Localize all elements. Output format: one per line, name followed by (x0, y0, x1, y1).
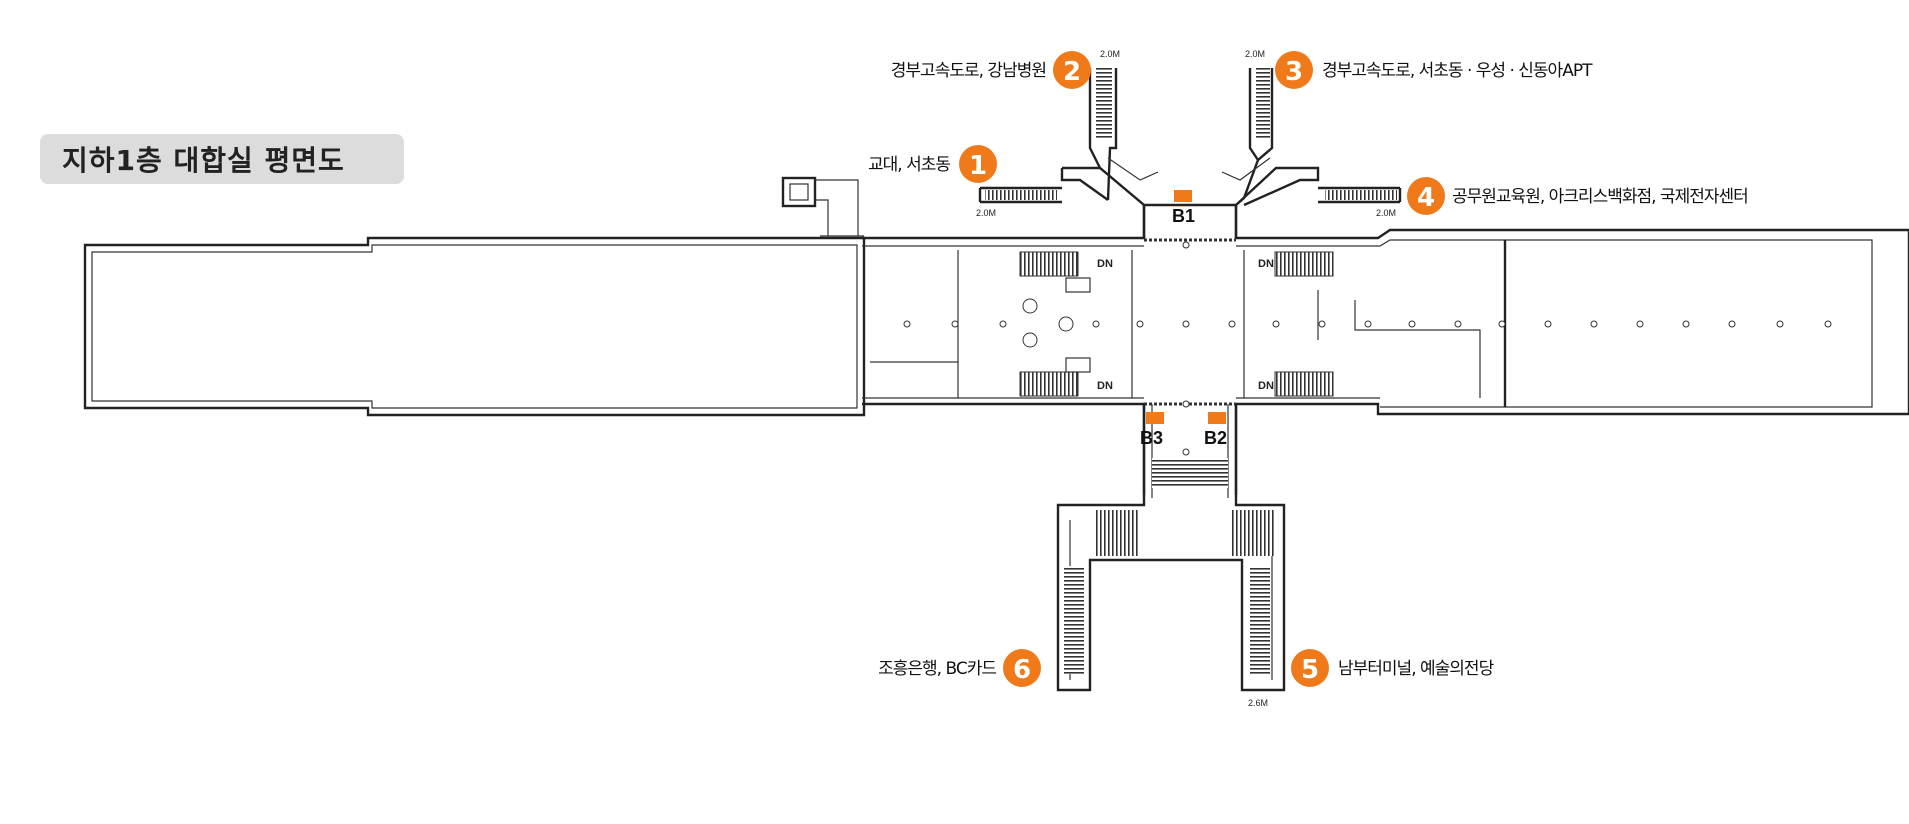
dn-label-sw: DN (1097, 380, 1113, 392)
dn-label-se: DN (1258, 380, 1274, 392)
exit6-escalator (1064, 566, 1084, 674)
width-label-1: 2.0M (976, 208, 996, 218)
south-inner-walls (1069, 404, 1273, 680)
elevator-corridor (815, 179, 864, 237)
exit3-stair (1256, 68, 1270, 138)
exit-5-number: 5 (1301, 655, 1319, 685)
decor-planters (1022, 298, 1074, 348)
south-main-stair (1152, 458, 1228, 488)
dn-label-nw: DN (1097, 258, 1113, 270)
dn-label-ne: DN (1258, 258, 1274, 270)
gate-marker-b3 (1146, 412, 1164, 424)
south-exit-structure (1056, 404, 1286, 692)
exit-5-label: 남부터미널, 예술의전당 (1338, 659, 1495, 679)
elevator-icon (789, 183, 809, 201)
exit-4-badge (1407, 177, 1445, 215)
exit-6-label: 조흥은행, BC카드 (878, 659, 996, 679)
room-partitions (870, 250, 1481, 398)
north-inner-walls (1107, 157, 1271, 181)
width-label-2: 2.0M (1100, 49, 1120, 59)
booth-nw (1065, 277, 1091, 293)
title-badge (40, 134, 404, 184)
exit-3: 3 경부고속도로, 서초동 · 우성 · 신동아APT (1275, 51, 1594, 89)
gate-marker-b2 (1208, 412, 1226, 424)
central-concourse-outline (862, 205, 1909, 495)
exit-6: 조흥은행, BC카드 6 (878, 649, 1041, 687)
exit-1-badge (959, 145, 997, 183)
exit-1: 교대, 서초동 1 (868, 145, 997, 183)
elevator-box (781, 176, 817, 208)
exit2-stair (1096, 68, 1112, 138)
exit-4: 4 공무원교육원, 아크리스백화점, 국제전자센터 (1407, 177, 1749, 215)
width-label-5: 2.6M (1248, 698, 1268, 708)
west-concourse-outline (83, 236, 866, 417)
exit-1-label: 교대, 서초동 (868, 155, 950, 175)
stair-ne (1274, 251, 1334, 277)
exit-5: 5 남부터미널, 예술의전당 (1291, 649, 1496, 687)
exit-2-badge (1053, 51, 1091, 89)
stair-nw (1019, 251, 1079, 277)
exit-5-badge (1291, 649, 1329, 687)
exit-6-number: 6 (1013, 655, 1031, 685)
exit4-stair (1325, 190, 1397, 200)
exit-4-label: 공무원교육원, 아크리스백화점, 국제전자센터 (1452, 187, 1748, 207)
exit6-landing-stair (1096, 510, 1140, 556)
exit-2-label: 경부고속도로, 강남병원 (891, 61, 1046, 81)
map-title: 지하1층 대합실 평면도 (62, 144, 345, 177)
gate-label-b2: B2 (1204, 428, 1227, 448)
gate-label-b1: B1 (1172, 206, 1195, 226)
stair-sw (1019, 371, 1079, 397)
exit-3-number: 3 (1285, 57, 1303, 87)
exit-3-badge (1275, 51, 1313, 89)
width-label-3: 2.0M (1245, 49, 1265, 59)
exit5-landing-stair (1232, 510, 1276, 556)
stair-se (1274, 371, 1334, 397)
exit-4-number: 4 (1417, 183, 1435, 213)
booth-sw (1065, 357, 1091, 373)
gate-label-b3: B3 (1140, 428, 1163, 448)
central-concourse-inner (862, 239, 1873, 408)
west-concourse-inner (91, 244, 858, 409)
exit-1-number: 1 (969, 151, 987, 181)
exit-2: 경부고속도로, 강남병원 2 (891, 51, 1091, 89)
width-label-4: 2.0M (1376, 208, 1396, 218)
exit-6-badge (1003, 649, 1041, 687)
exit1-stair (985, 190, 1057, 200)
exit-3-label: 경부고속도로, 서초동 · 우성 · 신동아APT (1322, 61, 1593, 81)
north-passage (1142, 203, 1238, 238)
north-exit-structure (978, 68, 1402, 207)
exit5-escalator (1250, 566, 1270, 674)
columns (903, 241, 1832, 456)
gate-marker-b1 (1174, 190, 1192, 202)
exit-2-number: 2 (1063, 57, 1081, 87)
